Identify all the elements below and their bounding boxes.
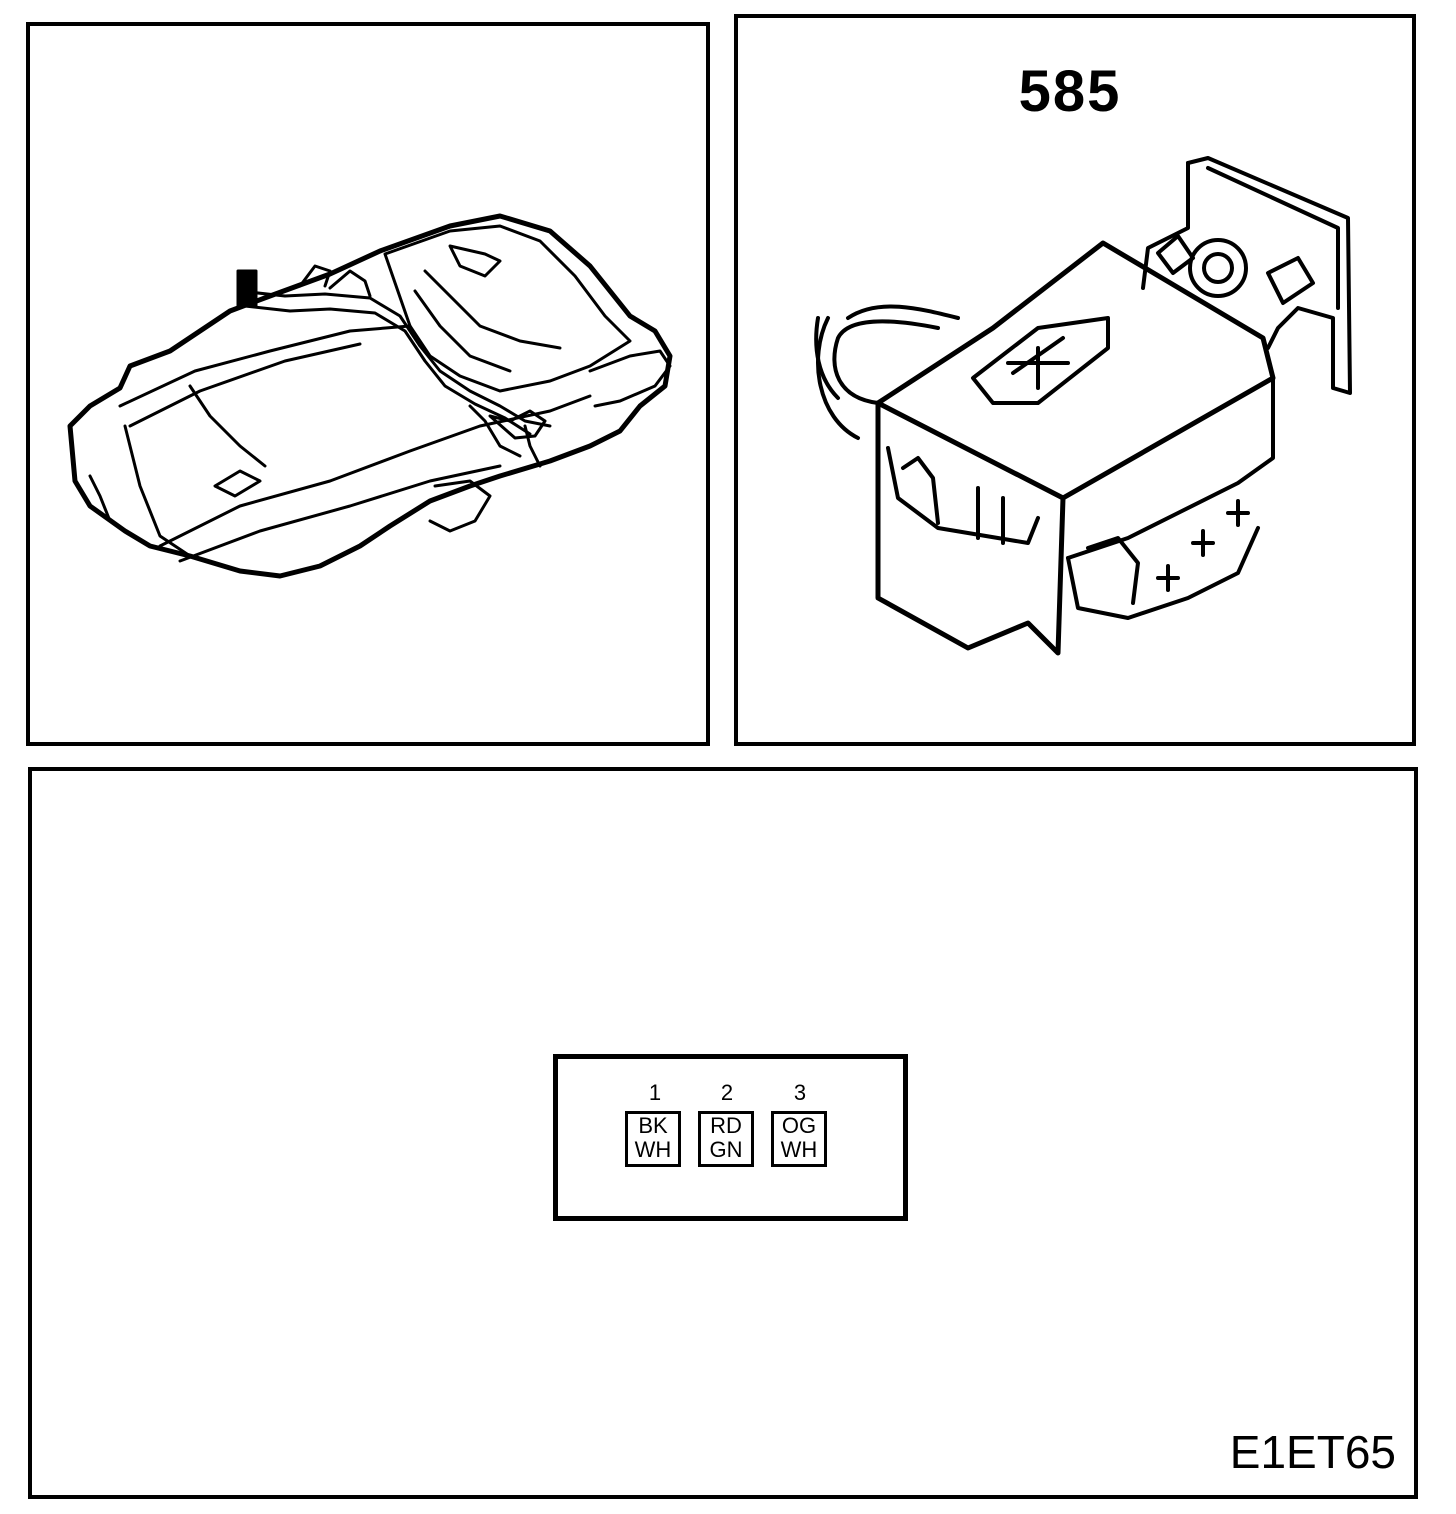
pin-number: 2 bbox=[720, 1080, 734, 1105]
pin-cavity: OG WH bbox=[771, 1111, 827, 1167]
vehicle-illustration bbox=[67, 213, 673, 579]
pin-number: 1 bbox=[648, 1080, 662, 1105]
pinout-panel: 1 BK WH 2 RD GN 3 OG WH E1ET65 bbox=[28, 767, 1418, 1499]
connector-number: 585 bbox=[1018, 59, 1122, 124]
pin-number: 3 bbox=[793, 1080, 807, 1105]
wire-color-2: WH bbox=[780, 1137, 818, 1162]
pin-cavity: RD GN bbox=[698, 1111, 754, 1167]
location-panel bbox=[26, 22, 710, 746]
pin-cavity: BK WH bbox=[625, 1111, 681, 1167]
wire-color-2: WH bbox=[634, 1137, 672, 1162]
diagram-id: E1ET65 bbox=[1229, 1426, 1396, 1478]
connector-face: 1 BK WH 2 RD GN 3 OG WH bbox=[553, 1054, 908, 1221]
wire-color-1: BK bbox=[638, 1113, 668, 1138]
connector-illustration bbox=[814, 156, 1352, 656]
wire-color-2: GN bbox=[709, 1137, 743, 1162]
wire-color-1: RD bbox=[710, 1113, 742, 1138]
connector-panel: 585 bbox=[734, 14, 1416, 746]
wire-color-1: OG bbox=[781, 1113, 817, 1138]
